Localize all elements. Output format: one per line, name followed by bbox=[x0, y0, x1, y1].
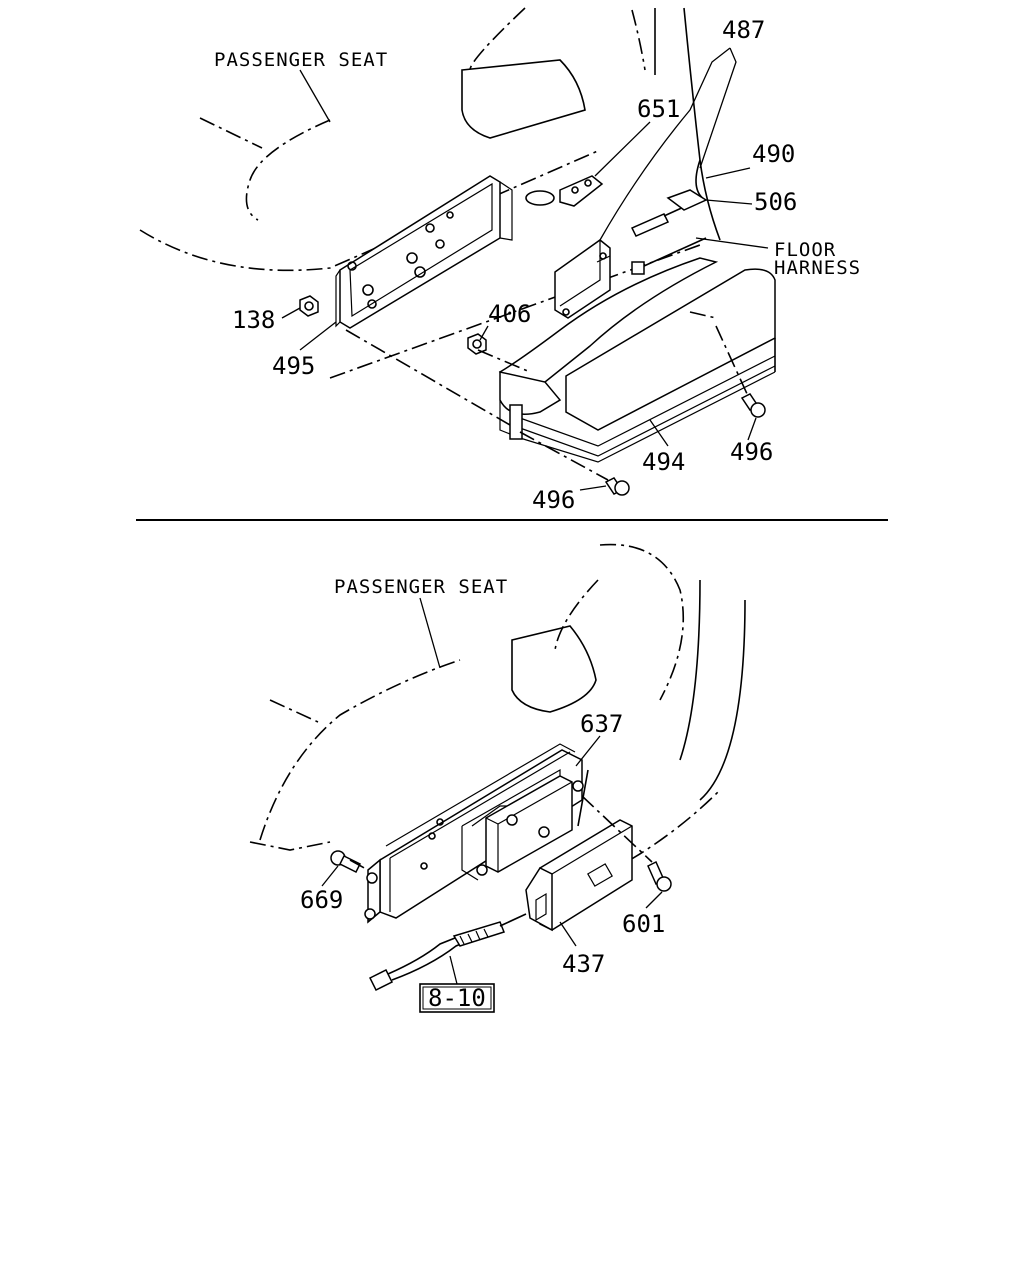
reference-box: 8-10 bbox=[419, 983, 495, 1013]
callout-496-right: 496 bbox=[730, 438, 773, 466]
upper-bracket-plate bbox=[335, 175, 513, 329]
callout-490: 490 bbox=[752, 140, 795, 168]
callout-138: 138 bbox=[232, 306, 275, 334]
lower-harness bbox=[368, 913, 527, 992]
upper-view: PASSENGER SEAT 487 651 490 506 FLOOR HAR… bbox=[139, 7, 861, 514]
callout-495: 495 bbox=[272, 352, 315, 380]
callout-406: 406 bbox=[488, 300, 531, 328]
module-437 bbox=[525, 769, 633, 932]
callout-437: 437 bbox=[562, 950, 605, 978]
key-fob bbox=[525, 175, 604, 207]
lower-leader-lines bbox=[321, 597, 663, 989]
lower-passenger-seat-label: PASSENGER SEAT bbox=[334, 576, 508, 598]
callout-637: 637 bbox=[580, 710, 623, 738]
floor-harness-label-line1: FLOOR bbox=[774, 239, 836, 261]
upper-passenger-seat-outline bbox=[139, 7, 721, 379]
screw-669 bbox=[330, 850, 378, 884]
upper-leader-lines bbox=[281, 47, 769, 491]
lower-assembly-lines bbox=[349, 795, 653, 871]
screw-496-bottom bbox=[604, 477, 630, 496]
callout-506: 506 bbox=[754, 188, 797, 216]
callout-496-bottom: 496 bbox=[532, 486, 575, 514]
screws-lower bbox=[330, 780, 672, 920]
callout-651: 651 bbox=[637, 95, 680, 123]
screw-601 bbox=[647, 860, 672, 892]
screw-496-right bbox=[740, 393, 766, 418]
floor-harness-label-line2: HARNESS bbox=[774, 257, 861, 279]
callout-601: 601 bbox=[622, 910, 665, 938]
upper-assembly-lines bbox=[345, 311, 749, 481]
callout-494: 494 bbox=[642, 448, 685, 476]
upper-passenger-seat-label: PASSENGER SEAT bbox=[214, 49, 388, 71]
nut-138 bbox=[299, 295, 319, 317]
nut-406 bbox=[467, 333, 487, 355]
callout-669: 669 bbox=[300, 886, 343, 914]
side-trim-cover-494 bbox=[498, 257, 776, 463]
callout-487: 487 bbox=[722, 16, 765, 44]
lower-view: PASSENGER SEAT 637 669 601 437 8-10 bbox=[249, 543, 746, 1013]
lower-passenger-seat-outline bbox=[249, 543, 746, 861]
reference-box-label: 8-10 bbox=[428, 984, 486, 1012]
